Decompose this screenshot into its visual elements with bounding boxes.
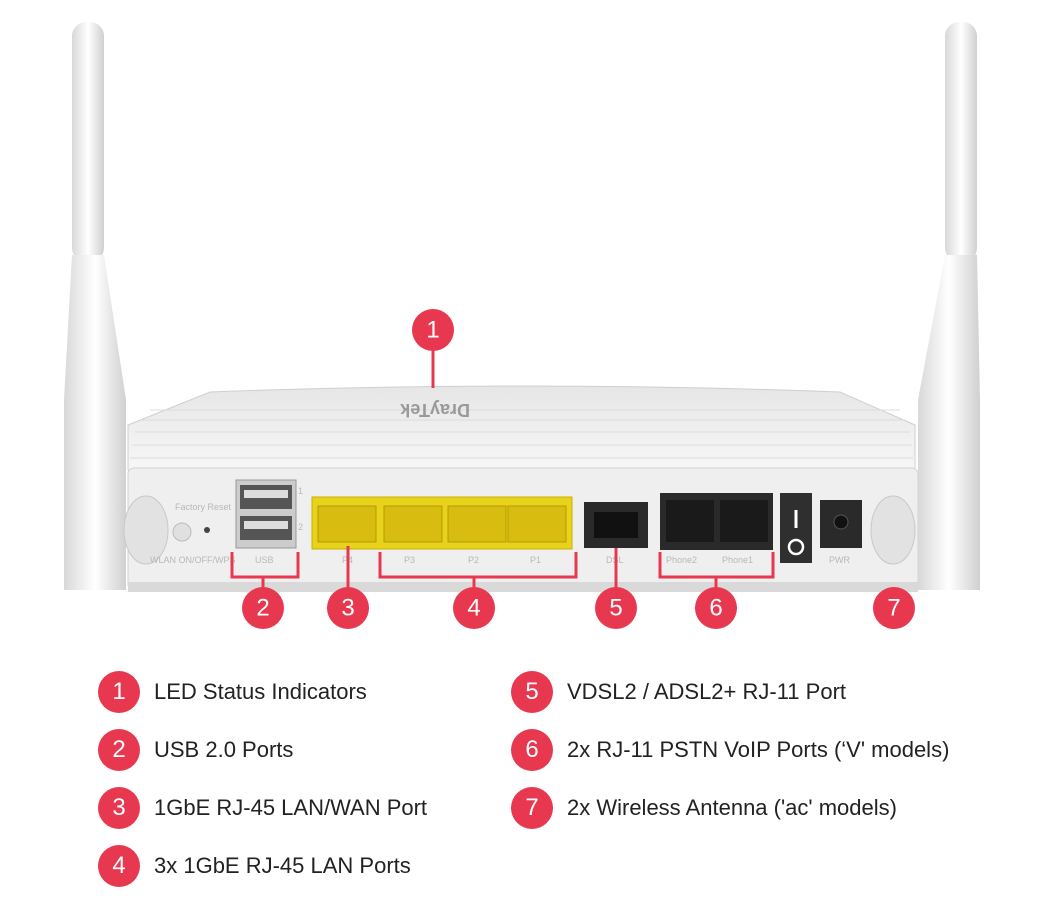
svg-text:6: 6 — [709, 595, 722, 622]
factory-reset-label: Factory Reset — [175, 502, 232, 512]
legend-text: 2x RJ-11 PSTN VoIP Ports (‘V' models) — [567, 737, 950, 762]
wlan-label: WLAN ON/OFF/WPS — [150, 555, 236, 565]
legend-text: 2x Wireless Antenna ('ac' models) — [567, 795, 897, 820]
phone-ports — [660, 493, 773, 550]
p3-label: P3 — [404, 555, 415, 565]
antenna-right — [870, 22, 980, 590]
callout-2: 2 — [242, 587, 284, 629]
legend-item: 1 LED Status Indicators — [98, 670, 367, 714]
phone2-label: Phone2 — [666, 555, 697, 565]
power-switch — [780, 493, 812, 563]
svg-text:5: 5 — [609, 595, 622, 622]
legend-text: 3x 1GbE RJ-45 LAN Ports — [154, 853, 411, 878]
usb-label: USB — [255, 555, 274, 565]
logo: DrayTek — [399, 400, 470, 420]
p1-label: P1 — [530, 555, 541, 565]
svg-text:3: 3 — [341, 595, 354, 622]
legend-badge: 4 — [98, 845, 140, 887]
legend-text: USB 2.0 Ports — [154, 737, 294, 762]
legend-text: LED Status Indicators — [154, 679, 367, 704]
callout-5: 5 — [595, 587, 637, 629]
legend-item: 2 USB 2.0 Ports — [98, 728, 293, 772]
factory-reset-button — [204, 527, 210, 533]
svg-text:7: 7 — [887, 595, 900, 622]
callout-3: 3 — [327, 587, 369, 629]
legend-badge: 6 — [511, 729, 553, 771]
legend-badge: 5 — [511, 671, 553, 713]
legend-item: 7 2x Wireless Antenna ('ac' models) — [511, 786, 897, 830]
legend-text: 1GbE RJ-45 LAN/WAN Port — [154, 795, 428, 820]
callout-7: 7 — [873, 587, 915, 629]
legend-item: 4 3x 1GbE RJ-45 LAN Ports — [98, 844, 411, 888]
callout-1: 1 — [412, 309, 454, 351]
pwr-label: PWR — [829, 555, 850, 565]
antenna-left — [64, 22, 169, 590]
callout-6: 6 — [695, 587, 737, 629]
svg-text:1: 1 — [426, 317, 439, 344]
svg-text:4: 4 — [467, 595, 480, 622]
wlan-button — [172, 522, 192, 542]
legend-badge: 1 — [98, 671, 140, 713]
legend-item: 6 2x RJ-11 PSTN VoIP Ports (‘V' models) — [511, 728, 949, 772]
legend-text: VDSL2 / ADSL2+ RJ-11 Port — [567, 679, 847, 704]
legend-item: 5 VDSL2 / ADSL2+ RJ-11 Port — [511, 670, 846, 714]
callout-4: 4 — [453, 587, 495, 629]
usb-1-label: 1 — [298, 486, 303, 496]
callout-lines — [230, 345, 775, 590]
lan-ports — [311, 496, 573, 550]
svg-text:2: 2 — [256, 595, 269, 622]
legend-badge: 7 — [511, 787, 553, 829]
legend-badge: 2 — [98, 729, 140, 771]
phone1-label: Phone1 — [722, 555, 753, 565]
p2-label: P2 — [468, 555, 479, 565]
legend-badge: 3 — [98, 787, 140, 829]
usb-2-label: 2 — [298, 522, 303, 532]
legend-item: 3 1GbE RJ-45 LAN/WAN Port — [98, 786, 427, 830]
usb-ports — [235, 479, 297, 549]
